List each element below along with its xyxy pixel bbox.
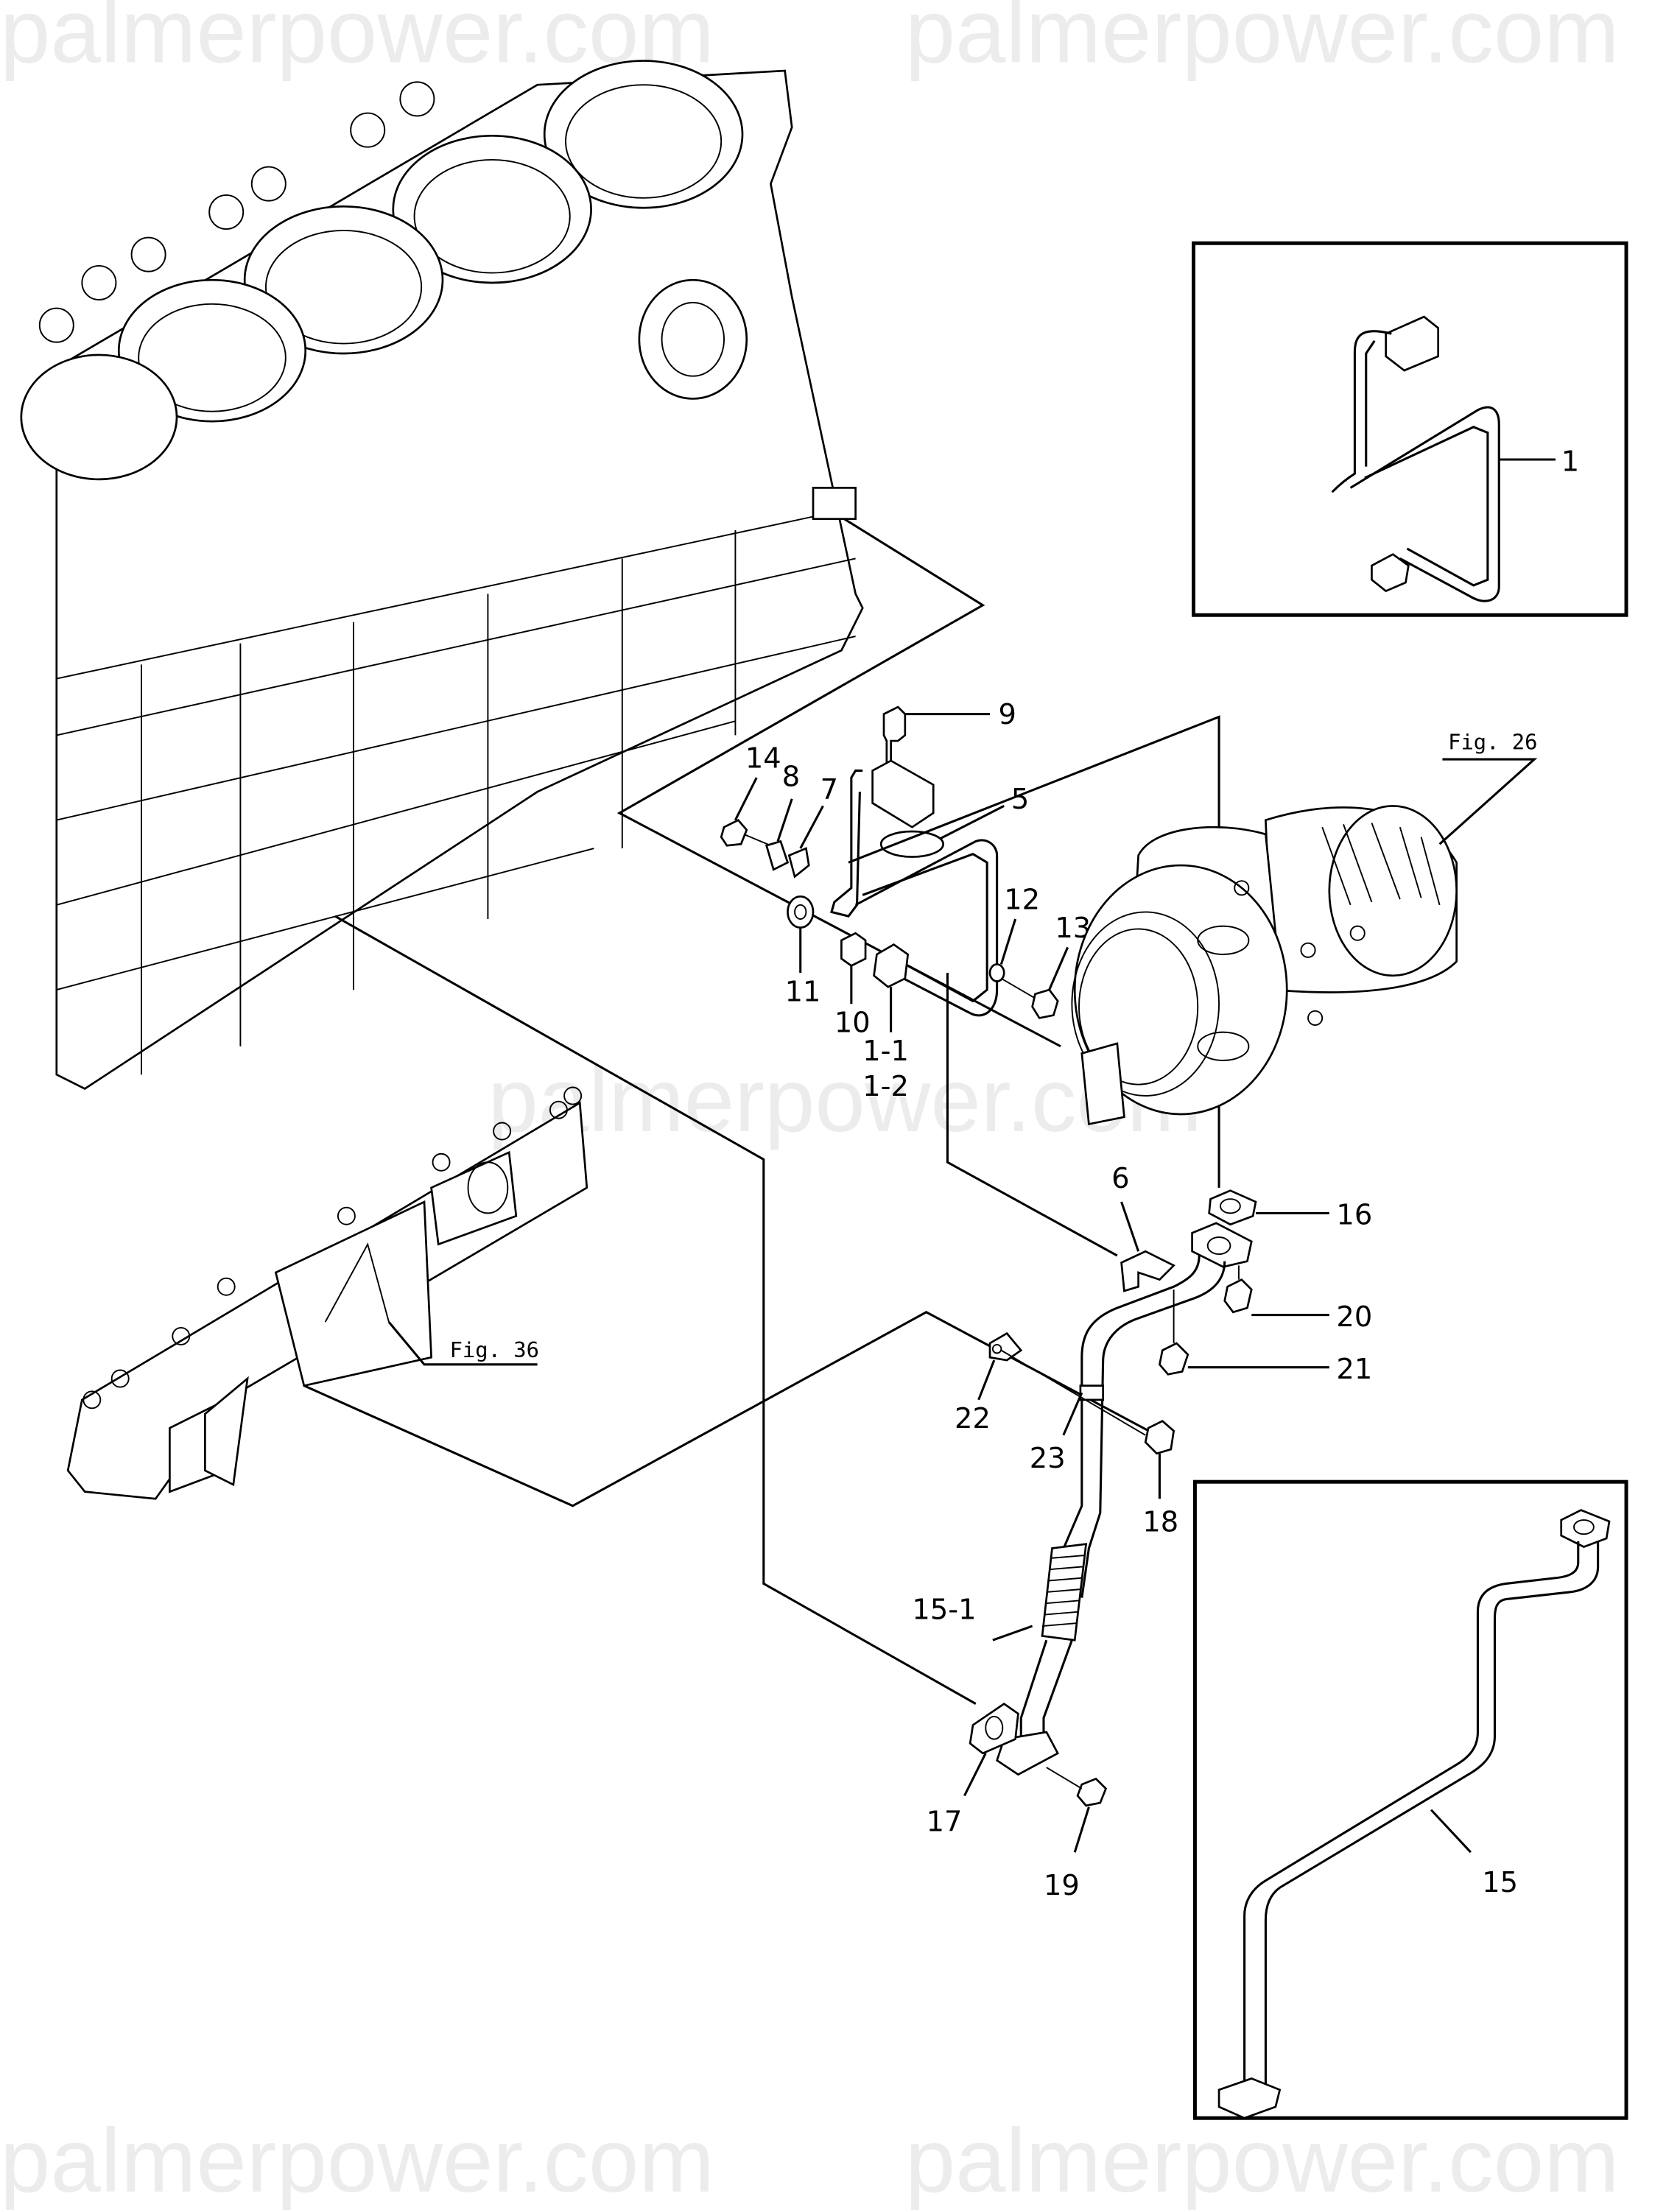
engine-block (20, 60, 864, 1090)
bolt-9 (882, 705, 907, 772)
return-pipe-foot (996, 1731, 1060, 1776)
inset1-pipe-loop (1349, 406, 1500, 602)
manifold-bolt-bosses (82, 1086, 583, 1410)
clip-12 (988, 963, 1005, 982)
watermark-bottom-right: palmerpower.com (905, 2111, 1620, 2210)
leader-15-1 (992, 1625, 1033, 1641)
bolt-14 (720, 818, 748, 847)
bracket-6 (1120, 1250, 1175, 1292)
return-pipe-lower (1019, 1639, 1048, 1739)
leader-22 (977, 1359, 996, 1401)
callout-10[interactable]: 10 (834, 1007, 871, 1040)
leader-block-to-gasket17 (334, 915, 977, 1705)
gasket-16 (1208, 1189, 1257, 1226)
callout-20[interactable]: 20 (1336, 1301, 1372, 1334)
leader-manifold-to-clamp (303, 1311, 1158, 1507)
leader-pipe-to-bracket (946, 972, 1118, 1257)
leader-23 (1062, 1392, 1083, 1436)
oil-return-pipe-assembly: 16 6 15-1 17 19 (912, 1162, 1372, 1902)
leader-block-to-feedpipe (616, 518, 1061, 1048)
bolt-18 (1144, 1420, 1175, 1455)
callout-15-1[interactable]: 15-1 (912, 1593, 976, 1626)
callout-21[interactable]: 21 (1336, 1353, 1372, 1386)
inset1-pipe-upper (1331, 330, 1392, 493)
leader-5 (940, 805, 1005, 840)
head-bolt-holes (38, 81, 435, 343)
washer-11 (787, 895, 815, 929)
leader-14 (734, 777, 758, 821)
compressor-ribs (1321, 823, 1441, 906)
bolt-19 (1076, 1777, 1108, 1807)
callout-22[interactable]: 22 (955, 1402, 991, 1435)
pipe-loop (854, 839, 999, 1017)
return-pipe-upper (1052, 1255, 1201, 1605)
inset1-banjo-block (1385, 315, 1440, 372)
callout-6[interactable]: 6 (1111, 1162, 1129, 1195)
watermarks: palmerpower.com palmerpower.com palmerpo… (0, 0, 1620, 2210)
watermark-top-left: palmerpower.com (0, 0, 714, 82)
return-pipe-bellows (1041, 1543, 1088, 1641)
inset2-foot (1217, 2077, 1282, 2119)
callout-1[interactable]: 1 (1561, 445, 1579, 478)
callout-1-2[interactable]: 1-2 (862, 1070, 909, 1103)
turbocharger (1071, 805, 1458, 1126)
band-23 (1079, 1384, 1104, 1401)
callout-12[interactable]: 12 (1004, 884, 1040, 917)
leader-17 (963, 1753, 987, 1797)
inset2-flange (1560, 1509, 1611, 1548)
callout-18[interactable]: 18 (1142, 1505, 1178, 1538)
callout-7[interactable]: 7 (820, 773, 838, 806)
bolt-21 (1158, 1342, 1189, 1376)
fig26-reference-label[interactable]: Fig. 26 (1448, 730, 1537, 755)
inset-box-top (1192, 241, 1628, 617)
clip-8 (765, 840, 790, 871)
inset-part-1: 1 (1192, 241, 1628, 617)
connector-10 (840, 932, 867, 967)
fig36-leader (387, 1321, 538, 1366)
gasket-17 (969, 1702, 1019, 1755)
bolt-13 (1031, 988, 1059, 1019)
cylinder-bores (20, 60, 744, 481)
callout-11[interactable]: 11 (785, 975, 821, 1008)
leader-13 (1048, 946, 1069, 990)
callout-9[interactable]: 9 (999, 698, 1016, 731)
inset-part-15: 15 (1192, 1479, 1628, 2120)
clip-7 (787, 847, 810, 879)
callout-1-1[interactable]: 1-1 (862, 1035, 909, 1068)
callout-5[interactable]: 5 (1011, 783, 1029, 816)
leader-6 (1120, 1201, 1140, 1252)
return-pipe-flange (1191, 1222, 1253, 1268)
callout-14[interactable]: 14 (745, 742, 781, 775)
inset1-flare-nut (1371, 553, 1410, 593)
oil-feed-pipe-assembly: 9 5 1-1 1-2 10 11 12 13 (720, 698, 1091, 1103)
banjo-block (871, 759, 935, 828)
block-ribs (56, 508, 856, 1075)
fig26-leader (1438, 758, 1538, 845)
callout-16[interactable]: 16 (1336, 1199, 1372, 1232)
inset-box-bottom (1192, 1479, 1628, 2120)
gasket-5 (879, 830, 945, 858)
leader-15 (1430, 1809, 1472, 1854)
leader-12 (999, 918, 1017, 965)
block-oil-port (812, 487, 857, 520)
fig36-reference-label[interactable]: Fig. 36 (450, 1337, 539, 1362)
callout-23[interactable]: 23 (1030, 1442, 1066, 1475)
callout-19[interactable]: 19 (1044, 1869, 1080, 1902)
pipe-flare-nut (873, 943, 910, 988)
watermark-bottom-left: palmerpower.com (0, 2111, 714, 2210)
inset2-pipe-outer (1243, 1541, 1580, 2086)
bolt-20 (1223, 1278, 1253, 1314)
pipe-upper (830, 769, 863, 918)
watermark-top-right: palmerpower.com (905, 0, 1620, 82)
clamp-22 (988, 1331, 1023, 1362)
leader-19 (1073, 1806, 1090, 1853)
block-port-flange (638, 278, 748, 400)
leader-8 (776, 798, 793, 842)
callout-17[interactable]: 17 (927, 1805, 963, 1838)
callout-15[interactable]: 15 (1482, 1866, 1518, 1899)
leader-7 (799, 805, 824, 849)
callout-8[interactable]: 8 (782, 761, 800, 794)
exhaust-manifold (66, 1086, 588, 1500)
